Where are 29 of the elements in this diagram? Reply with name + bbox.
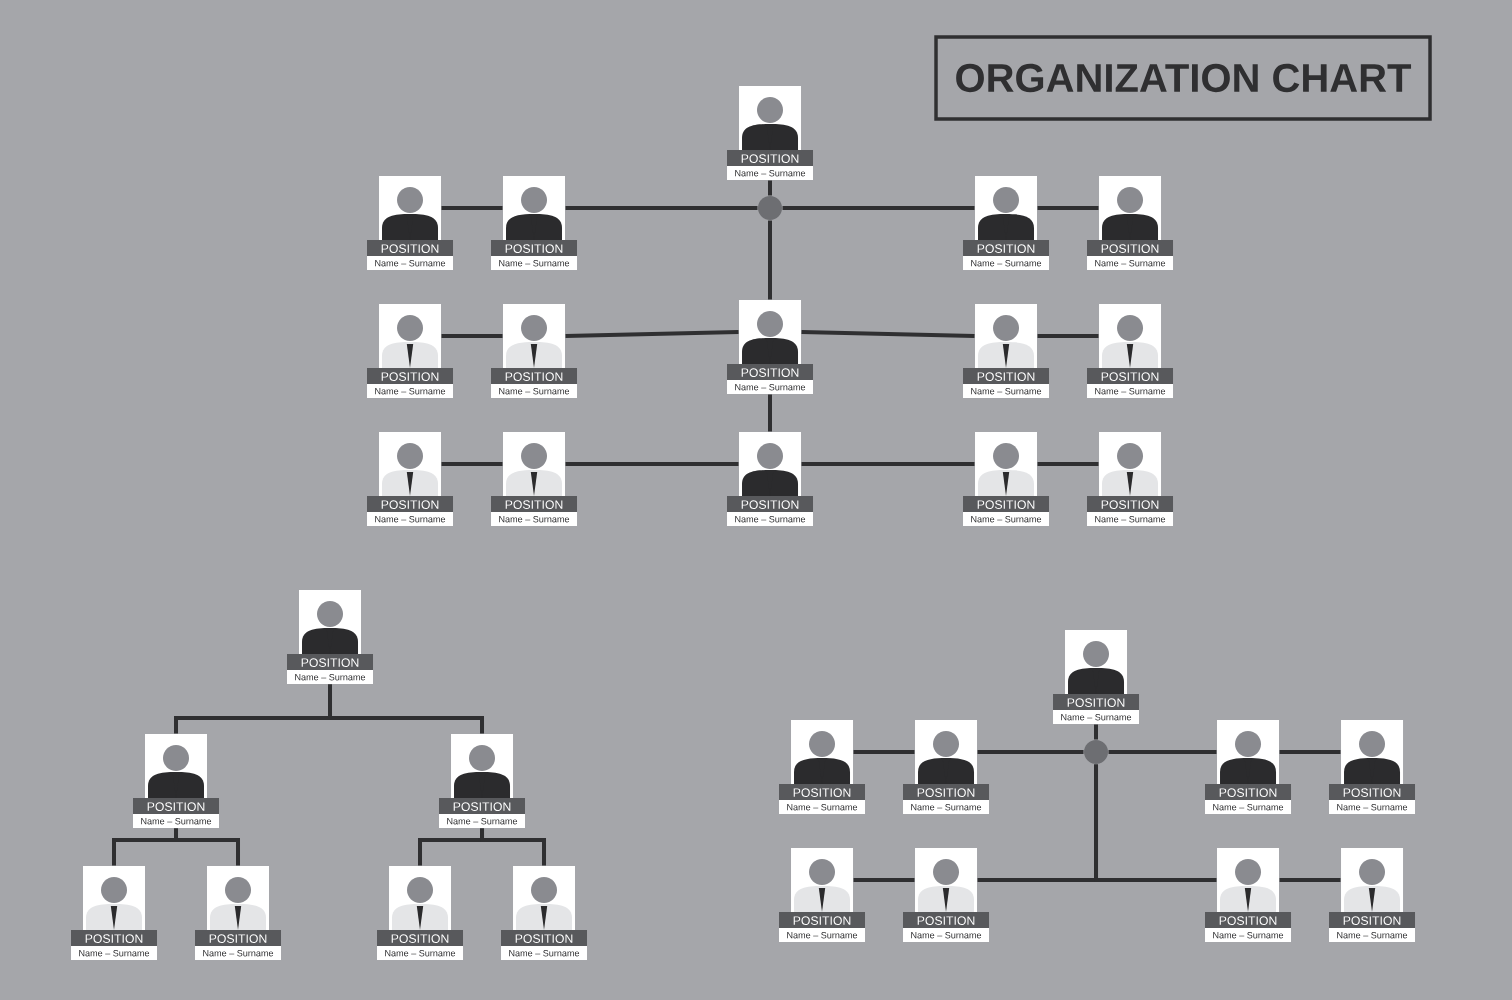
connector-line [1094,764,1217,882]
connector-line [441,206,503,210]
connector-line [565,330,739,338]
connector-line [853,750,915,754]
connector-line [565,462,739,466]
connector-line [441,462,503,466]
connector-line [768,220,772,300]
connector-line [1037,334,1099,338]
connector-line [441,334,503,338]
connector-line [1037,206,1099,210]
connector-line [768,180,772,196]
connector-line [782,206,975,210]
connector-line [801,330,975,338]
junction-dot [758,196,782,220]
connector-line [565,206,758,210]
connector-line [174,828,240,866]
connector-line [328,684,484,734]
connector-line [768,394,772,432]
connector-line [1108,750,1217,754]
connector-line [1279,878,1341,882]
connector-line [1037,462,1099,466]
junction-dot [1084,740,1108,764]
connector-line [1094,724,1098,740]
title-box: ORGANIZATION CHART [934,35,1432,121]
connector-line [1279,750,1341,754]
connector-line [977,750,1084,754]
connector-line [480,828,546,866]
connector-line [801,462,975,466]
connector-line [853,878,915,882]
